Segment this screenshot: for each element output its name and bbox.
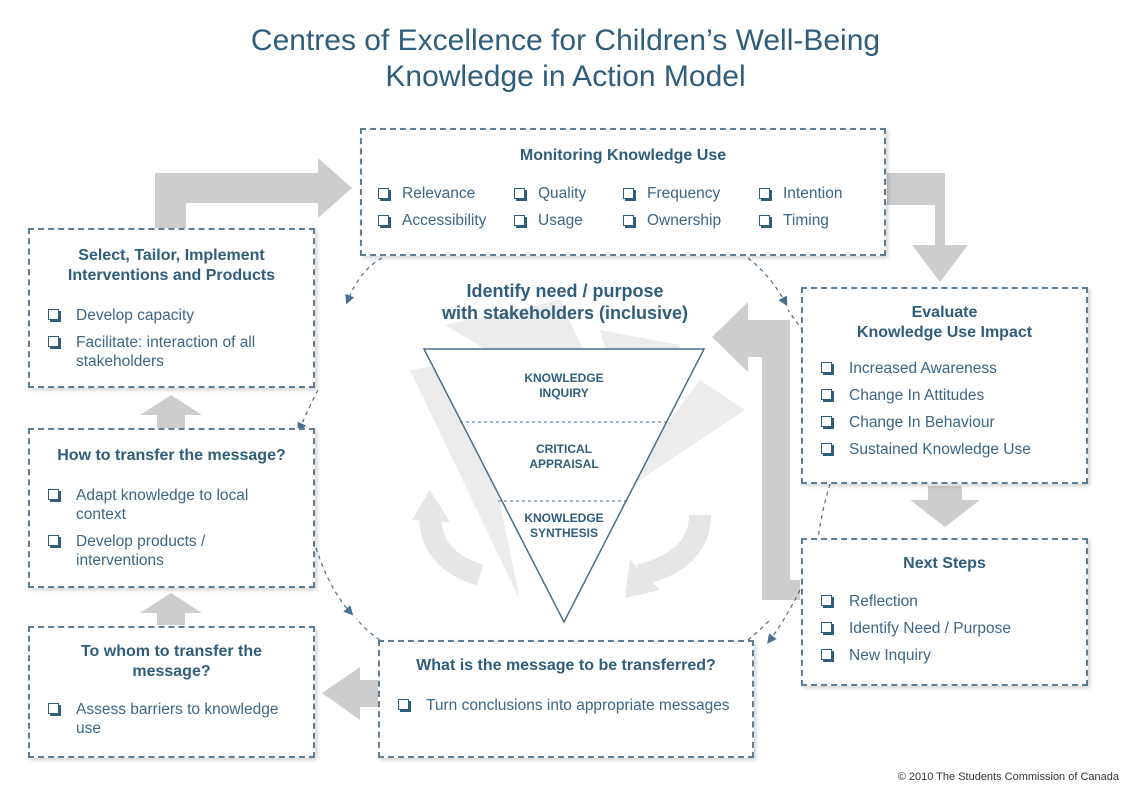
checkbox-icon — [821, 443, 832, 454]
triangle-level-synthesis: KNOWLEDGE SYNTHESIS — [524, 511, 604, 540]
checkbox-icon — [821, 416, 832, 427]
checkbox-icon — [759, 215, 770, 226]
checkbox-icon — [48, 309, 59, 320]
monitoring-item-usage: Usage — [514, 212, 583, 230]
how-title: How to transfer the message? — [57, 447, 286, 464]
checkbox-icon — [48, 535, 59, 546]
evaluate-list: Increased Awareness Change In Attitudes … — [821, 359, 1086, 459]
arrow-select-to-monitoring — [155, 158, 352, 228]
checkbox-icon — [378, 215, 389, 226]
arrow-monitoring-to-evaluate — [887, 173, 968, 282]
evaluate-item: Increased Awareness — [821, 359, 1086, 378]
select-title: Select, Tailor, Implement Interventions … — [67, 247, 276, 284]
next-steps-item: Identify Need / Purpose — [821, 619, 1086, 638]
to-whom-box: To whom to transfer the message? Assess … — [28, 626, 315, 758]
cycle-arrowhead-right — [625, 560, 660, 598]
select-tailor-box: Select, Tailor, Implement Interventions … — [28, 228, 315, 388]
message-list: Turn conclusions into appropriate messag… — [398, 696, 734, 715]
checkbox-icon — [623, 188, 634, 199]
select-list: Develop capacity Facilitate: interaction… — [48, 306, 295, 371]
evaluate-impact-box: Evaluate Knowledge Use Impact Increased … — [801, 287, 1088, 484]
how-item: Develop products / interventions — [48, 532, 295, 570]
evaluate-title: Evaluate Knowledge Use Impact — [856, 304, 1033, 341]
checkbox-icon — [821, 649, 832, 660]
checkbox-icon — [514, 188, 525, 199]
next-steps-box: Next Steps Reflection Identify Need / Pu… — [801, 538, 1088, 686]
message-item: Turn conclusions into appropriate messag… — [398, 696, 734, 715]
to-whom-list: Assess barriers to knowledge use — [48, 700, 295, 738]
message-title: What is the message to be transferred? — [416, 657, 716, 674]
arrow-whom-to-how — [140, 593, 202, 625]
next-steps-item: Reflection — [821, 592, 1086, 611]
monitoring-item-intention: Intention — [759, 185, 842, 203]
monitoring-item-relevance: Relevance — [378, 185, 475, 203]
page-title-line-1: Centres of Excellence for Children’s Wel… — [250, 24, 881, 57]
evaluate-item: Change In Behaviour — [821, 413, 1086, 432]
monitoring-knowledge-use-box: Monitoring Knowledge Use Relevance Quali… — [360, 128, 886, 256]
how-list: Adapt knowledge to local context Develop… — [48, 486, 295, 570]
arrow-how-to-select — [140, 395, 202, 428]
cycle-arrows-graphic — [419, 514, 711, 586]
monitoring-item-accessibility: Accessibility — [378, 212, 486, 230]
checkbox-icon — [398, 699, 409, 710]
how-item: Adapt knowledge to local context — [48, 486, 295, 524]
monitoring-title: Monitoring Knowledge Use — [519, 147, 727, 164]
how-to-transfer-box: How to transfer the message? Adapt knowl… — [28, 428, 315, 588]
checkbox-icon — [378, 188, 389, 199]
next-steps-item: New Inquiry — [821, 646, 1086, 665]
select-item: Facilitate: interaction of all stakehold… — [48, 333, 295, 371]
message-box: What is the message to be transferred? T… — [378, 640, 754, 758]
checkbox-icon — [48, 336, 59, 347]
checkbox-icon — [821, 595, 832, 606]
checkbox-icon — [48, 703, 59, 714]
copyright-notice: © 2010 The Students Commission of Canada — [897, 771, 1119, 783]
knowledge-triangle — [422, 348, 706, 624]
select-item: Develop capacity — [48, 306, 295, 325]
evaluate-item: Sustained Knowledge Use — [821, 440, 1086, 459]
next-steps-title: Next Steps — [903, 555, 986, 572]
checkbox-icon — [821, 362, 832, 373]
checkbox-icon — [48, 489, 59, 500]
triangle-level-appraisal: CRITICAL APPRAISAL — [529, 442, 599, 471]
checkbox-icon — [821, 622, 832, 633]
cycle-arrowhead-left — [412, 490, 450, 522]
to-whom-title: To whom to transfer the message? — [80, 643, 263, 680]
page-title-line-2: Knowledge in Action Model — [385, 60, 746, 93]
flow-arrows — [140, 158, 980, 720]
monitoring-item-quality: Quality — [514, 185, 586, 203]
evaluate-item: Change In Attitudes — [821, 386, 1086, 405]
arrow-next-to-center — [712, 302, 800, 600]
arrow-evaluate-to-next — [910, 486, 980, 527]
arrow-message-to-whom — [322, 667, 378, 720]
next-steps-list: Reflection Identify Need / Purpose New I… — [821, 592, 1086, 665]
checkbox-icon — [514, 215, 525, 226]
triangle-level-inquiry: KNOWLEDGE INQUIRY — [524, 371, 604, 400]
center-title: Identify need / purpose with stakeholder… — [441, 281, 689, 323]
monitoring-item-ownership: Ownership — [623, 212, 721, 230]
checkbox-icon — [759, 188, 770, 199]
to-whom-item: Assess barriers to knowledge use — [48, 700, 295, 738]
checkbox-icon — [821, 389, 832, 400]
monitoring-item-timing: Timing — [759, 212, 829, 230]
checkbox-icon — [623, 215, 634, 226]
monitoring-item-frequency: Frequency — [623, 185, 720, 203]
